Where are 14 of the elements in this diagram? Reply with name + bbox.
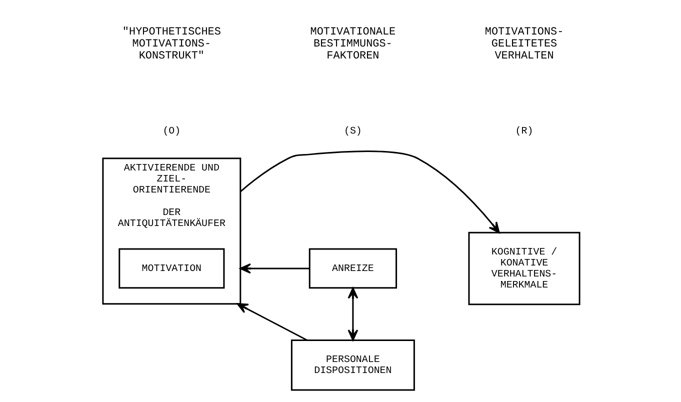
arrow	[347, 287, 358, 341]
arrow	[239, 150, 500, 234]
label: MOTIVATIONALE BESTIMMUNGS- FAKTOREN	[310, 26, 396, 63]
label: (S)	[343, 126, 362, 137]
label: "HYPOTHETISCHES MOTIVATIONS- KONSTRUKT"	[122, 26, 220, 63]
arrow	[239, 263, 309, 274]
arrow	[236, 303, 307, 341]
node-box: ANREIZE	[308, 248, 397, 289]
label: (R)	[514, 126, 533, 137]
label: (O)	[162, 126, 180, 137]
label: MOTIVATIONS- GELEITETES VERHALTEN	[484, 26, 564, 63]
node-box: KOGNITIVE / KONATIVE VERHALTENS- MERKMALE	[468, 232, 580, 306]
node-box: MOTIVATION	[118, 248, 224, 289]
node-box: PERSONALE DISPOSITIONEN	[290, 339, 414, 391]
